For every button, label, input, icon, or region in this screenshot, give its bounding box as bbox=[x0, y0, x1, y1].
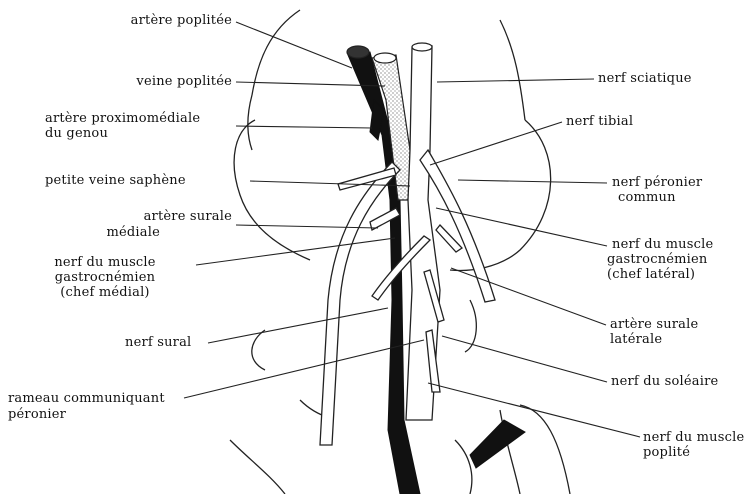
label-artere-surale-mediale-line1: artère surale bbox=[60, 210, 232, 224]
label-nerf-peronier-line2: commun bbox=[618, 191, 676, 205]
label-nerf-tibial: nerf tibial bbox=[566, 115, 633, 129]
label-nerf-gastro-lateral-line2: gastrocnémien bbox=[607, 253, 708, 267]
label-rameau-line2: péronier bbox=[8, 408, 66, 422]
label-artere-proximomediale-line1: artère proximomédiale bbox=[45, 112, 200, 126]
label-rameau-line1: rameau communiquant bbox=[8, 392, 165, 406]
label-nerf-soleaire: nerf du soléaire bbox=[611, 375, 718, 389]
label-nerf-gastro-medial-line3: (chef médial) bbox=[30, 286, 180, 300]
label-nerf-sural: nerf sural bbox=[125, 336, 191, 350]
label-nerf-peronier-line1: nerf péronier bbox=[612, 176, 702, 190]
label-veine-poplitee: veine poplitée bbox=[60, 75, 232, 89]
label-artere-proximomediale-line2: du genou bbox=[45, 127, 108, 141]
label-artere-surale-laterale-line1: artère surale bbox=[610, 318, 698, 332]
label-nerf-muscle-poplite-line1: nerf du muscle bbox=[643, 431, 744, 445]
label-petite-veine-saphene: petite veine saphène bbox=[45, 174, 186, 188]
label-nerf-gastro-lateral-line3: (chef latéral) bbox=[607, 268, 695, 282]
nerve-trunks bbox=[320, 43, 495, 445]
label-nerf-gastro-lateral-line1: nerf du muscle bbox=[612, 238, 713, 252]
label-nerf-muscle-poplite-line2: poplité bbox=[643, 446, 690, 460]
label-nerf-gastro-medial-line2: gastrocnémien bbox=[30, 271, 180, 285]
label-artere-poplitee: artère poplitée bbox=[60, 14, 232, 28]
label-nerf-sciatique: nerf sciatique bbox=[598, 72, 692, 86]
label-artere-surale-mediale-line2: médiale bbox=[80, 226, 160, 240]
label-artere-surale-laterale-line2: latérale bbox=[610, 333, 662, 347]
label-nerf-gastro-medial-line1: nerf du muscle bbox=[30, 256, 180, 270]
